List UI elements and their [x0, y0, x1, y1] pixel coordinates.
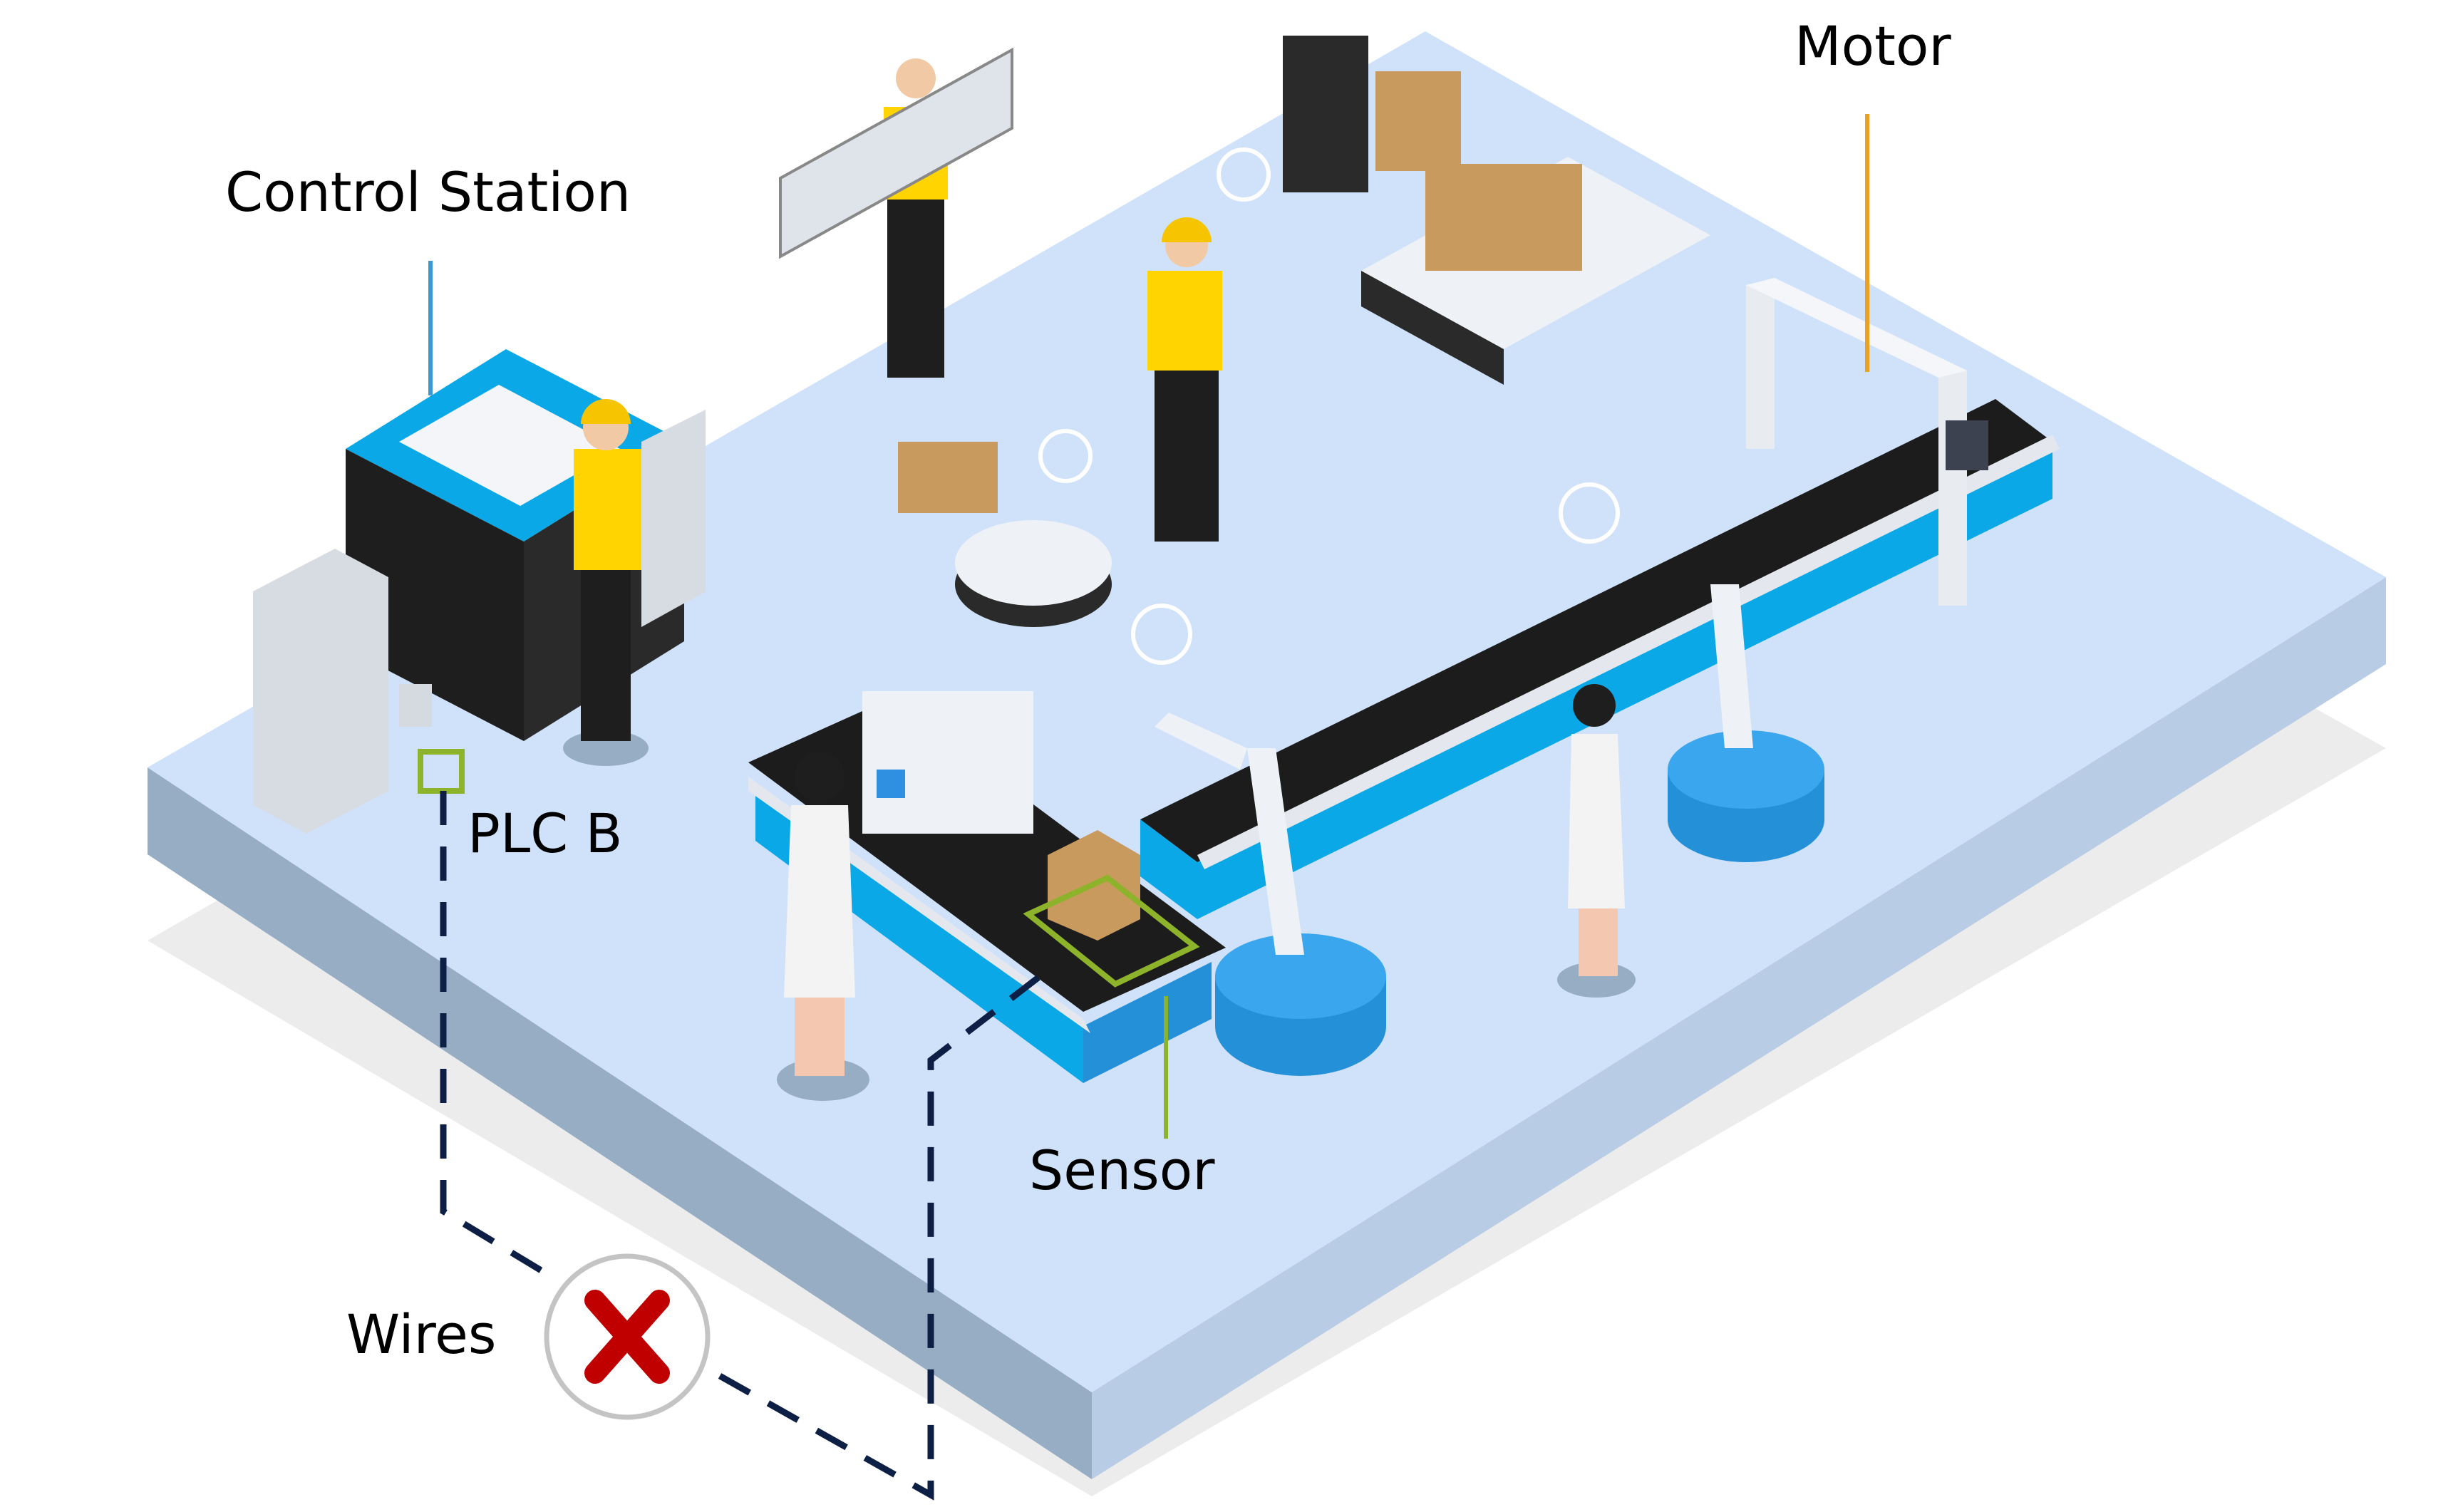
- conveyor-line-back: [1140, 399, 2060, 919]
- wire-dashed-line: [718, 970, 1047, 1501]
- motor-gantry: [1746, 278, 1988, 606]
- sensor-zone: [1023, 874, 1200, 988]
- worker-lab-coat-right: [1557, 684, 1636, 998]
- mobile-robot: [898, 442, 1112, 627]
- no-wires-cross-icon: [544, 1253, 711, 1420]
- wire-dashed-line: [440, 791, 548, 1276]
- server-racks: [253, 410, 706, 834]
- worker-lab-coat-left: [777, 752, 869, 1101]
- worker-tablet: [1147, 217, 1222, 542]
- control-station-label: Control Station: [225, 160, 631, 224]
- robot-station-top: [1283, 36, 1461, 192]
- worker-carrying-panel: [779, 47, 1013, 378]
- robot-arm-right: [1668, 584, 1824, 862]
- floor-top: [148, 31, 2386, 1392]
- motor-label: Motor: [1794, 14, 1951, 78]
- wires-label: Wires: [346, 1303, 497, 1366]
- floor-side-right: [1092, 577, 2386, 1479]
- sensor-label: Sensor: [1029, 1139, 1215, 1202]
- wifi-signal-icon: [1038, 147, 1620, 665]
- plc-b-label: PLC B: [468, 802, 623, 865]
- robot-arm-front: [1155, 713, 1386, 1076]
- delivery-cart: [1361, 157, 1710, 385]
- floor-side-left: [148, 767, 1092, 1479]
- worker-operator: [563, 399, 649, 766]
